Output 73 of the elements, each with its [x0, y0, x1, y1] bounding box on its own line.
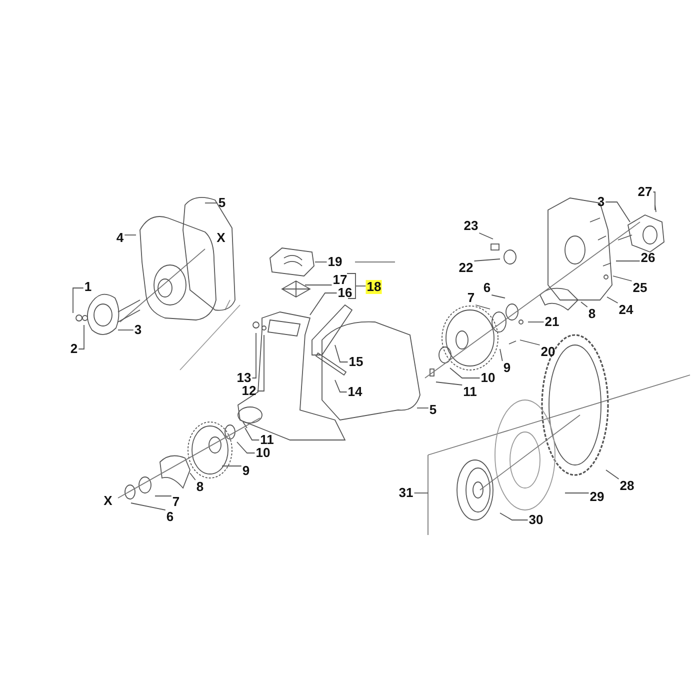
callout-number: 5	[428, 403, 438, 417]
leader-line	[244, 428, 260, 440]
callout-number: 16	[336, 286, 354, 300]
callout-number: 11	[462, 385, 478, 399]
callout-number: 20	[540, 345, 556, 359]
leader-line	[204, 202, 218, 204]
callout-number: 9	[502, 361, 512, 375]
callout-number: 8	[195, 480, 205, 494]
callout-number: 19	[326, 255, 344, 269]
callout-number: 6	[482, 281, 492, 295]
leader-line	[236, 442, 256, 454]
callout-number: 7	[466, 291, 476, 305]
leader-line	[304, 284, 332, 286]
leader-line	[130, 502, 166, 510]
leader-line	[256, 334, 264, 392]
callout-number: 26	[640, 251, 656, 265]
callout-number: 27	[636, 185, 654, 199]
leader-line	[580, 302, 588, 308]
leader-line	[474, 258, 500, 262]
leader-line	[414, 492, 428, 494]
callout-number: 5	[217, 196, 227, 210]
callout-number: 6	[165, 510, 175, 524]
callout-number: 30	[528, 513, 544, 527]
callout-number: 3	[133, 323, 143, 337]
callout-number: 9	[241, 464, 251, 478]
leader-line	[606, 296, 618, 304]
leader-line	[72, 288, 84, 314]
callout-number: 23	[462, 219, 480, 233]
leader-line	[475, 304, 490, 310]
callout-number: 22	[458, 261, 474, 275]
leader-line	[310, 292, 338, 316]
leader-line	[652, 192, 656, 210]
leader-line	[334, 344, 348, 362]
leader-line	[190, 472, 196, 480]
leader-line	[334, 380, 348, 392]
callout-number: 3	[596, 195, 606, 209]
axis-mark-label: X	[216, 231, 226, 245]
leader-line	[500, 348, 503, 362]
callout-number: 4	[115, 231, 125, 245]
callout-number: 10	[480, 371, 496, 385]
callout-number: 10	[254, 446, 272, 460]
callout-number: 21	[544, 315, 560, 329]
leader-line	[78, 324, 84, 350]
leader-line	[520, 340, 540, 346]
callout-number: 18	[366, 280, 382, 294]
callout-number: 12	[240, 384, 258, 398]
leader-line	[124, 234, 136, 236]
callout-number: 28	[618, 479, 636, 493]
callout-number: 29	[588, 490, 606, 504]
leader-line	[564, 492, 590, 494]
callout-number: 7	[171, 495, 181, 509]
callout-number: 13	[236, 371, 252, 385]
callout-number: 11	[259, 433, 275, 447]
axis-mark-label: X	[104, 494, 112, 508]
leader-line	[450, 368, 480, 378]
leader-line	[478, 232, 494, 240]
leader-line	[491, 294, 506, 298]
leader-line	[436, 382, 463, 386]
leader-line	[252, 332, 256, 378]
callout-number: 1	[83, 280, 93, 294]
leader-line	[616, 260, 640, 262]
callout-number: 8	[587, 307, 597, 321]
leader-line	[605, 202, 630, 222]
callout-number: 31	[398, 486, 414, 500]
callout-number: 15	[348, 355, 364, 369]
callout-number: 25	[632, 281, 648, 295]
leader-line	[612, 276, 632, 282]
leader-line	[500, 512, 528, 520]
callout-number: 14	[346, 385, 364, 399]
callout-number: 24	[618, 303, 634, 317]
callout-number: 2	[69, 342, 79, 356]
leader-line	[606, 470, 620, 480]
callout-number: 17	[332, 273, 348, 287]
